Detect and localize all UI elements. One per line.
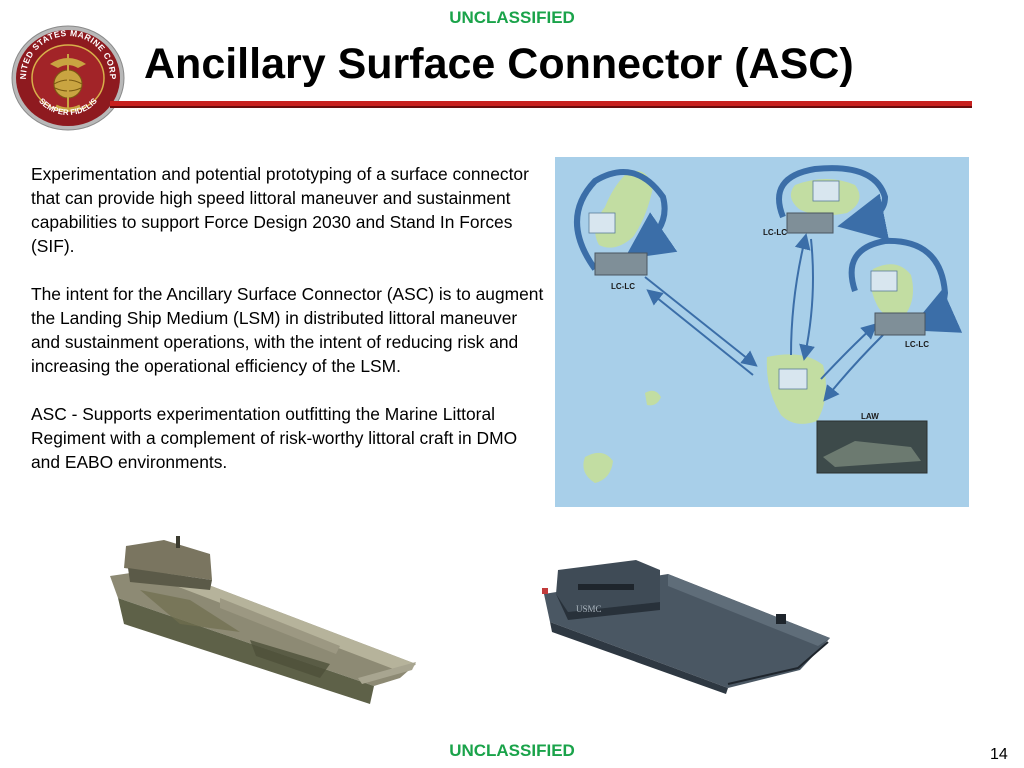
page-title: Ancillary Surface Connector (ASC) xyxy=(144,40,854,88)
map-label-lclc-3: LC-LC xyxy=(905,340,929,349)
map-callout-box-1 xyxy=(588,212,616,234)
island-small xyxy=(645,390,661,406)
page-number: 14 xyxy=(990,746,1008,763)
body-text: Experimentation and potential prototypin… xyxy=(31,162,546,498)
asc-craft-gray-image: USMC xyxy=(528,554,834,694)
map-label-lclc-1: LC-LC xyxy=(611,282,635,291)
littoral-operations-map: LC-LC LC-LC LC-LC LAW xyxy=(555,157,969,507)
craft-thumbnail-1 xyxy=(594,252,648,276)
classification-banner-bottom: UNCLASSIFIED xyxy=(449,741,575,760)
flag-icon xyxy=(542,588,548,594)
transit-arrow-6 xyxy=(823,334,884,402)
craft-thumbnail-3 xyxy=(874,312,926,336)
map-label-lclc-2: LC-LC xyxy=(763,228,787,237)
craft-thumbnail-2 xyxy=(786,212,834,234)
map-callout-box-4 xyxy=(778,368,808,390)
svg-text:USMC: USMC xyxy=(576,604,602,614)
law-craft-shape xyxy=(823,441,921,467)
loop-arrow-north xyxy=(776,165,890,241)
loop-arrow-west xyxy=(574,169,678,271)
map-label-law: LAW xyxy=(861,412,879,421)
paragraph-2: The intent for the Ancillary Surface Con… xyxy=(31,284,544,376)
transit-arrow-3 xyxy=(790,233,811,356)
transit-arrow-5 xyxy=(820,322,878,380)
loop-arrow-east xyxy=(848,237,963,333)
map-callout-box-2 xyxy=(812,180,840,202)
island-southwest xyxy=(583,452,613,483)
paragraph-3: ASC - Supports experimentation outfittin… xyxy=(31,404,518,472)
asc-craft-camouflage-image xyxy=(100,528,422,710)
map-callout-box-3 xyxy=(870,270,898,292)
transit-arrow-2 xyxy=(646,289,754,376)
transit-arrow-4 xyxy=(799,238,815,361)
title-divider xyxy=(110,101,972,108)
classification-banner-top: UNCLASSIFIED xyxy=(449,8,575,27)
paragraph-1: Experimentation and potential prototypin… xyxy=(31,164,529,256)
